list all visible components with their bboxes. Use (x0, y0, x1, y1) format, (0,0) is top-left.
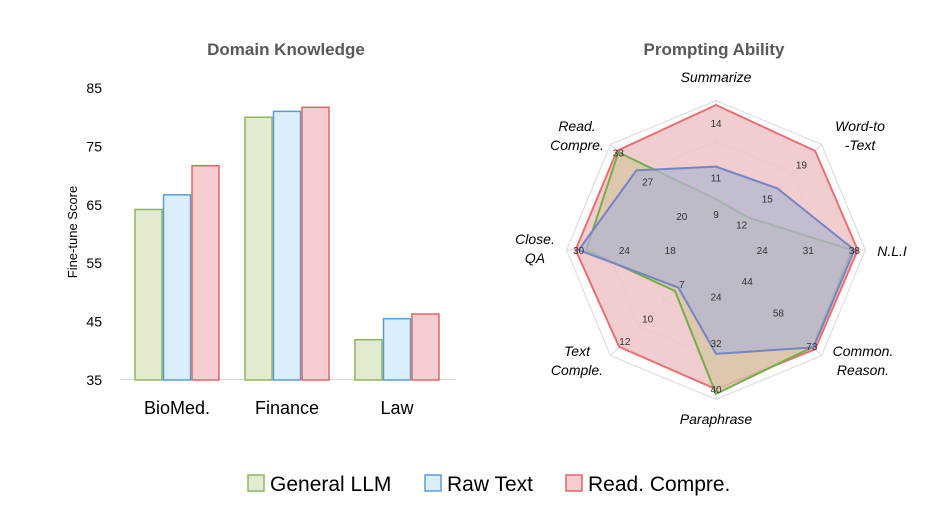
radar-tick-close-qa: 18 (665, 246, 677, 257)
x-tick-label-law: Law (380, 398, 414, 418)
bar-law-general-llm (354, 338, 383, 381)
legend-swatch-general-llm (247, 474, 265, 492)
bar-law-read-compre (411, 313, 440, 381)
y-tick-label: 55 (86, 255, 102, 271)
radar-tick-text-comple: 7 (679, 280, 685, 291)
bar-finance-read-compre (301, 106, 330, 381)
radar-tick-text-comple: 12 (619, 337, 631, 348)
radar-axis-label-word-to-text: Word-to-Text (835, 118, 885, 153)
radar-tick-text-comple: 10 (642, 314, 654, 325)
prompting-ability-chart: Prompting Ability 9 11 14 12 15 19 24 31 38 44 58 7… (515, 40, 907, 427)
radar-tick-read-compre: 33 (613, 148, 625, 159)
legend-swatch-read-compre (565, 474, 583, 492)
bar-finance-general-llm (244, 116, 273, 381)
radar-axis-label-summarize: Summarize (681, 69, 752, 85)
legend-label-raw-text: Raw Text (447, 473, 533, 496)
bar-biomed-raw-text (162, 194, 192, 381)
radar-tick-paraphrase: 24 (710, 292, 722, 303)
legend-label-read-compre: Read. Compre. (588, 473, 730, 496)
y-tick-label: 85 (86, 80, 102, 96)
bar-finance-raw-text (272, 110, 302, 381)
radar-axis-label-read-compre: Read.Compre. (550, 118, 604, 153)
radar-axis-label-paraphrase: Paraphrase (680, 411, 753, 427)
radar-tick-summarize: 9 (713, 210, 719, 221)
radar-tick-word-to-text: 12 (736, 220, 748, 231)
y-tick-label: 45 (86, 314, 102, 330)
radar-chart-title: Prompting Ability (643, 40, 785, 59)
radar-tick-word-to-text: 15 (762, 195, 774, 206)
radar-tick-n-l-i: 38 (849, 246, 861, 257)
radar-series (574, 104, 859, 395)
bar-law-raw-text (382, 317, 412, 381)
x-axis-categories: BioMed. Finance Law (144, 398, 415, 418)
radar-axis-label-common-reason: Common.Reason. (833, 343, 894, 378)
radar-tick-common-reason: 44 (742, 277, 754, 288)
radar-tick-close-qa: 30 (573, 246, 585, 257)
radar-tick-n-l-i: 31 (803, 246, 815, 257)
radar-tick-n-l-i: 24 (757, 246, 769, 257)
radar-tick-common-reason: 73 (806, 342, 818, 353)
radar-axis-label-n-l-i: N.L.I (877, 243, 907, 259)
radar-tick-close-qa: 24 (619, 246, 631, 257)
y-tick-label: 65 (86, 197, 102, 213)
radar-tick-common-reason: 58 (773, 308, 785, 319)
radar-series-raw-text (577, 165, 856, 355)
x-tick-label-biomed: BioMed. (144, 398, 210, 418)
radar-axis-label-close-qa: Close.QA (515, 231, 555, 266)
y-tick-label: 75 (86, 138, 102, 154)
radar-tick-paraphrase: 40 (710, 385, 722, 396)
radar-tick-summarize: 11 (711, 174, 722, 185)
radar-tick-word-to-text: 19 (796, 161, 808, 172)
radar-tick-summarize: 14 (710, 119, 722, 130)
radar-tick-read-compre: 27 (642, 178, 654, 189)
radar-tick-labels: 9 11 14 12 15 19 24 31 38 44 58 73 24 32 40 7 10 12 18 24 30… (573, 119, 860, 396)
bar-biomed-general-llm (134, 208, 163, 381)
radar-tick-paraphrase: 32 (710, 339, 722, 350)
legend-swatch-raw-text (424, 474, 442, 492)
bar-chart-title: Domain Knowledge (207, 40, 365, 59)
x-tick-label-finance: Finance (255, 398, 319, 418)
legend-label-general-llm: General LLM (270, 473, 391, 496)
radar-tick-read-compre: 20 (676, 212, 688, 223)
y-axis-label: Fine-tune Score (65, 186, 80, 279)
legend: General LLM Raw Text Read. Compre. (247, 473, 730, 496)
bar-biomed-read-compre (191, 164, 220, 381)
y-axis-ticks: 35 45 55 65 75 85 (86, 80, 102, 388)
domain-knowledge-chart: Domain Knowledge Fine-tune Score 35 45 55 6… (65, 40, 455, 418)
bars (134, 106, 440, 381)
y-tick-label: 35 (86, 372, 102, 388)
